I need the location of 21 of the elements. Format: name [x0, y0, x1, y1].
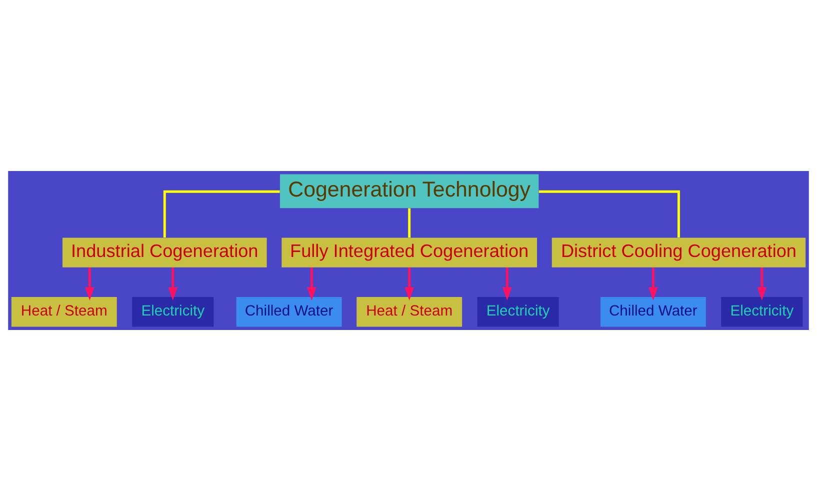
- connector: [408, 208, 411, 238]
- connector: [538, 190, 680, 237]
- arrow: [502, 267, 512, 300]
- arrow: [168, 267, 178, 300]
- node-box: District Cooling Cogeneration: [552, 237, 806, 267]
- node-box: Heat / Steam: [11, 296, 117, 326]
- node-box: Heat / Steam: [356, 296, 462, 326]
- node-box: Electricity: [721, 296, 803, 326]
- node-box: Electricity: [132, 296, 214, 326]
- arrow: [307, 267, 316, 300]
- arrow: [85, 267, 94, 300]
- node-box: Industrial Cogeneration: [62, 237, 267, 267]
- node-box: Cogeneration Technology: [280, 174, 539, 208]
- arrow: [757, 267, 767, 300]
- node-box: Chilled Water: [236, 296, 342, 326]
- node-box: Fully Integrated Cogeneration: [282, 237, 538, 267]
- node-box: Electricity: [477, 296, 559, 326]
- arrow: [648, 267, 658, 300]
- connector: [163, 190, 280, 237]
- arrow: [404, 267, 414, 300]
- node-box: Chilled Water: [600, 296, 706, 326]
